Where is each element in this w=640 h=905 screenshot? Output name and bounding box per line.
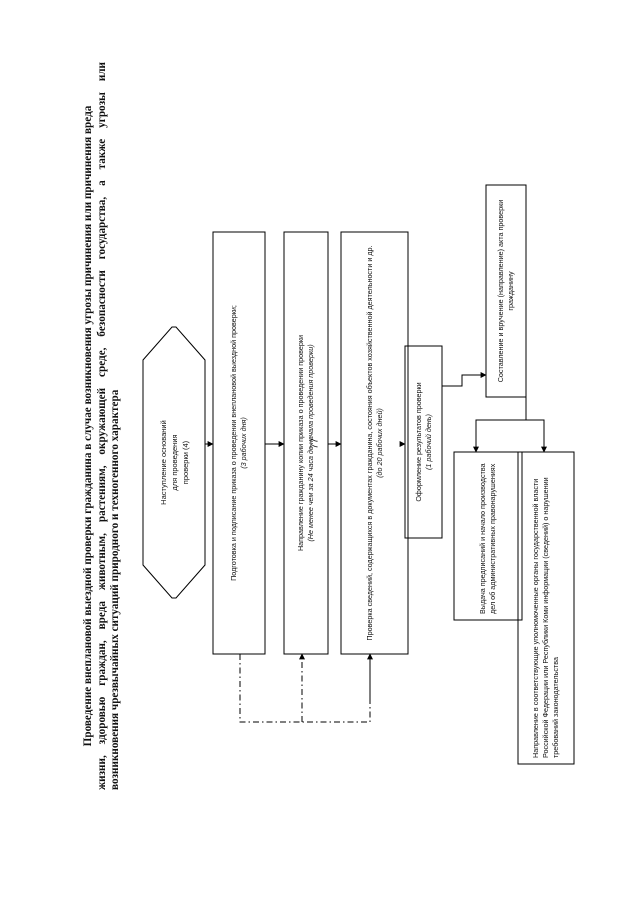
step2-label: Направление гражданину копии приказа о п… <box>296 334 305 552</box>
out2-node: Направление в соответствующие уполномоче… <box>518 452 574 764</box>
step1-label: Подготовка и подписание приказа о провед… <box>229 305 238 581</box>
step5-box <box>485 184 527 398</box>
feedback-loop-line <box>239 654 371 723</box>
out1-label: Выдача предписаний и начало производства… <box>478 463 497 614</box>
step2-term: (Не менее чем за 24 часа до начала прове… <box>306 344 315 542</box>
start-node: Наступление оснований для проведения про… <box>143 327 205 598</box>
step4-node: Оформление результатов проверки (1 рабоч… <box>405 346 442 538</box>
step1-term: (3 рабочих дня) <box>239 417 248 469</box>
arrow-step4-to-step5 <box>442 372 487 387</box>
step2-node: Направление гражданину копии приказа о п… <box>284 232 328 654</box>
step5-node: Составление и вручение (направление) акт… <box>486 185 526 397</box>
step3-term: (до 20 рабочих дней) <box>374 408 384 478</box>
arrow-step5-to-out1 <box>473 397 527 453</box>
step4-label: Оформление результатов проверки <box>413 382 423 502</box>
step3-node: Проверка сведений, содержащихся в докуме… <box>341 232 408 654</box>
arrow-step5-to-out2 <box>526 419 547 453</box>
step5-label: Составление и вручение (направление) акт… <box>496 199 515 383</box>
start-node-label: Наступление оснований для проведения про… <box>158 420 190 505</box>
step3-label: Проверка сведений, содержащихся в докуме… <box>364 245 374 641</box>
step4-term: (1 рабочий день) <box>423 414 433 470</box>
start-node-shape <box>142 326 206 599</box>
step1-node: Подготовка и подписание приказа о провед… <box>213 232 265 654</box>
out1-node: Выдача предписаний и начало производства… <box>454 452 522 620</box>
out1-box <box>453 451 523 621</box>
out2-label: Направление в соответствующие уполномоче… <box>531 477 560 758</box>
